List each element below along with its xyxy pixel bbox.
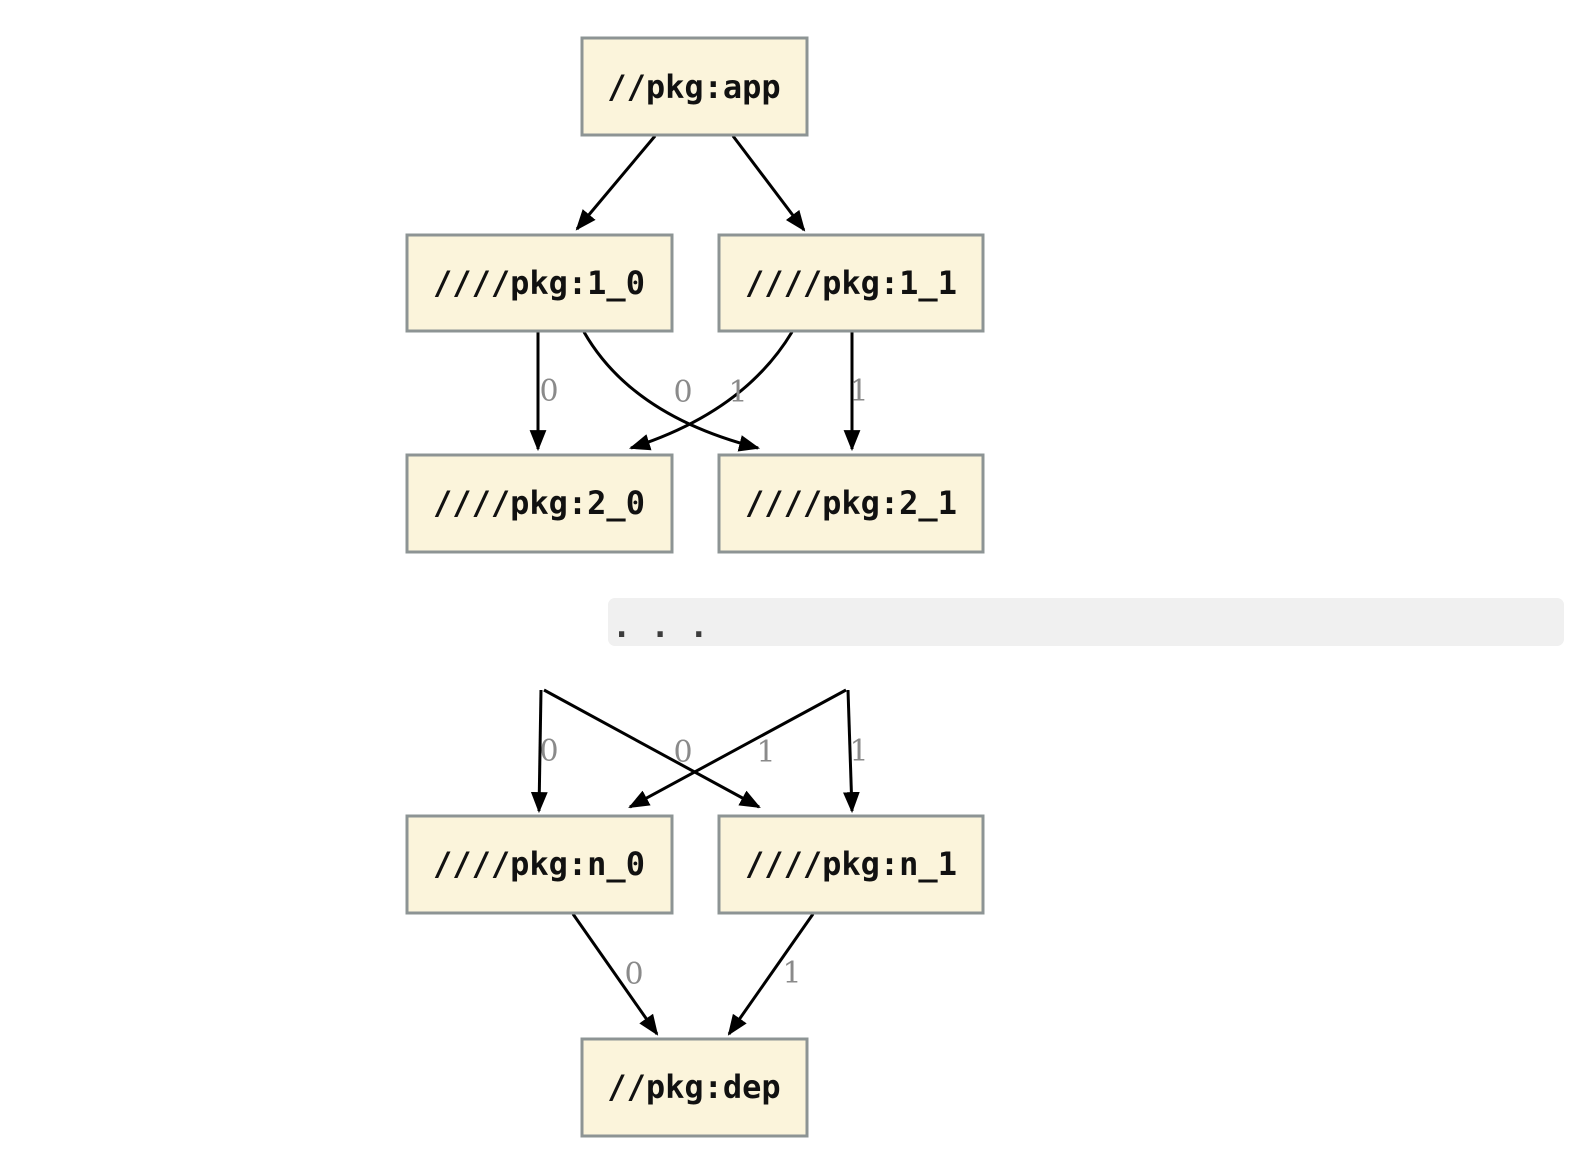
- node-label: ////pkg:n_0: [433, 845, 645, 883]
- elided-layers-band: . . .: [608, 598, 1564, 646]
- node-label: ////pkg:1_1: [745, 264, 957, 302]
- edge-label: 0: [539, 734, 558, 769]
- node-label: ////pkg:n_1: [745, 845, 957, 883]
- node-box: [405, 233, 674, 333]
- node-box: [405, 814, 674, 915]
- edge-label: 0: [673, 735, 692, 770]
- edge-label: 0: [624, 957, 643, 992]
- node-label: ////pkg:2_1: [745, 484, 957, 522]
- edge-label: 0: [673, 375, 692, 410]
- edge-1-0-to-2-1: [582, 331, 761, 452]
- edge-n-0-to-dep: [571, 913, 659, 1036]
- node-pkg-dep: //pkg:dep: [580, 1037, 809, 1138]
- edge-label: 1: [728, 375, 747, 410]
- node-pkg-1-0: ////pkg:1_0: [405, 233, 674, 333]
- edge-n-1-to-dep: [727, 913, 815, 1036]
- node-box: [580, 36, 809, 137]
- node-box: [717, 453, 985, 554]
- node-pkg-app: //pkg:app: [580, 36, 809, 137]
- node-label: ////pkg:1_0: [433, 264, 645, 302]
- edge-elided-to-n-1: [543, 688, 761, 809]
- edge-elided-to-n-0-cross: [628, 688, 847, 809]
- edge-1-1-to-2-0: [628, 331, 794, 451]
- elided-layers-band-background: [608, 598, 1564, 646]
- edge-elided-to-n-0: [530, 689, 548, 814]
- edge-app-to-1-0: [575, 135, 657, 231]
- node-box: [580, 1037, 809, 1138]
- node-pkg-1-1: ////pkg:1_1: [717, 233, 985, 333]
- node-box: [717, 814, 985, 915]
- node-label: //pkg:dep: [607, 1068, 780, 1106]
- edge-elided-to-n-1-straight: [842, 689, 860, 814]
- edge-label: 1: [849, 734, 868, 769]
- edge-label: 1: [782, 956, 801, 991]
- node-box: [717, 233, 985, 333]
- edge-app-to-1-1: [731, 135, 806, 232]
- node-box: [405, 453, 674, 554]
- elided-layers-dots: . . .: [612, 607, 708, 645]
- edge-label: 1: [756, 735, 775, 770]
- edge-label: 1: [849, 374, 868, 409]
- node-pkg-2-1: ////pkg:2_1: [717, 453, 985, 554]
- node-pkg-n-1: ////pkg:n_1: [717, 814, 985, 915]
- node-pkg-2-0: ////pkg:2_0: [405, 453, 674, 554]
- node-label: //pkg:app: [607, 68, 780, 106]
- edge-label: 0: [539, 374, 558, 409]
- node-label: ////pkg:2_0: [433, 484, 645, 522]
- node-pkg-n-0: ////pkg:n_0: [405, 814, 674, 915]
